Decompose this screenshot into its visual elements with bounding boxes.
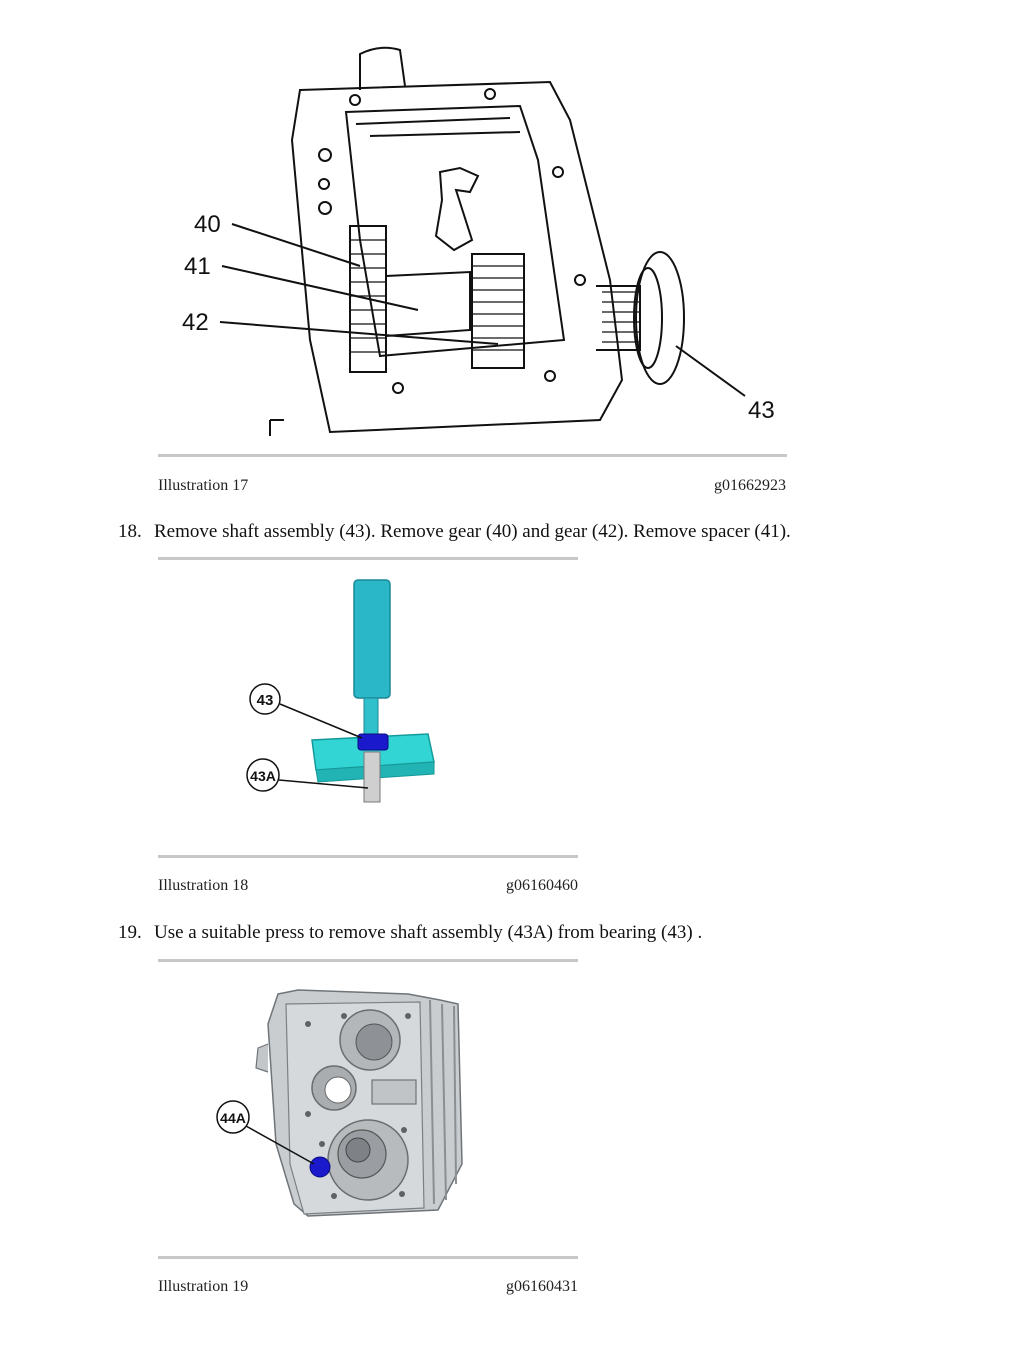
callout-43: 43 xyxy=(748,397,775,424)
illustration-id: g06160431 xyxy=(506,1278,578,1295)
callout-42: 42 xyxy=(182,309,209,336)
step-text: Remove shaft assembly (43). Remove gear … xyxy=(154,521,791,542)
illustration-caption: Illustration 17 xyxy=(158,477,249,494)
illustration-id: g01662923 xyxy=(714,477,786,494)
illustration-caption: Illustration 18 xyxy=(158,877,249,894)
callout-41: 41 xyxy=(184,253,211,280)
illustration-id: g06160460 xyxy=(506,877,578,894)
figure-divider xyxy=(158,959,578,962)
callout-43: 43 xyxy=(257,692,274,709)
illustration-19-image: 44A xyxy=(158,964,578,1254)
illustration-caption: Illustration 19 xyxy=(158,1278,249,1295)
step-text: Use a suitable press to remove shaft ass… xyxy=(154,922,703,943)
callout-43a: 43A xyxy=(250,768,276,784)
figure-divider xyxy=(158,855,578,858)
figure-divider xyxy=(158,454,787,457)
step-number: 18. xyxy=(118,521,142,542)
callout-44a: 44A xyxy=(220,1110,246,1126)
figure-divider xyxy=(158,1256,578,1259)
callout-40: 40 xyxy=(194,211,221,238)
illustration-17-image: 40 41 42 43 xyxy=(160,40,800,440)
step-18: 18. Remove shaft assembly (43). Remove ge… xyxy=(118,521,791,543)
step-19: 19. Use a suitable press to remove shaft … xyxy=(118,922,702,944)
figure-divider xyxy=(158,557,578,560)
step-number: 19. xyxy=(118,922,142,943)
illustration-18-image: 43 43A xyxy=(158,562,578,852)
